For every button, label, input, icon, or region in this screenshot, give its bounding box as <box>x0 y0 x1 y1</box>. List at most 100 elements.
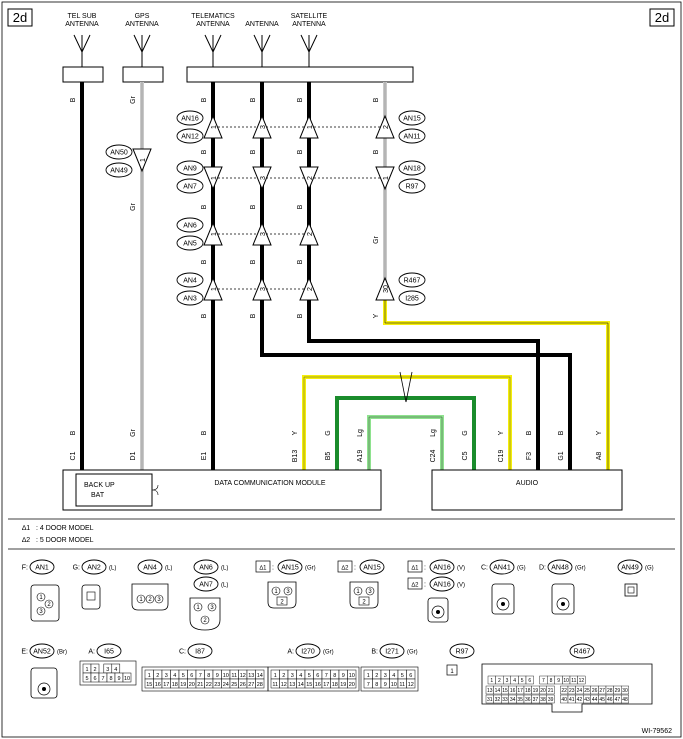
backup-bat-label-2: BAT <box>91 492 105 499</box>
legend-color: (Br) <box>57 650 67 656</box>
pin-number: 3 <box>210 605 214 611</box>
pin-cell <box>276 596 288 606</box>
connector-id: AN48 <box>551 565 569 572</box>
pin-number: 6 <box>528 678 531 684</box>
antenna-head <box>253 34 271 54</box>
connector-id: I271 <box>385 649 399 656</box>
pin-cell <box>358 596 370 606</box>
connector-tag: R97 <box>398 178 426 194</box>
legend-item: C:I87 <box>179 643 213 659</box>
connector-triangle <box>252 114 272 139</box>
pin-number: 42 <box>577 697 583 703</box>
pin-circle <box>283 586 293 596</box>
pin-number: 4 <box>392 673 395 679</box>
connector-triangle <box>299 221 319 246</box>
inline-connector: 1 <box>132 148 152 173</box>
inline-connector: 1 <box>203 276 223 301</box>
legend-item: G:AN2(L) <box>73 559 116 575</box>
backup-bat-box <box>75 473 153 507</box>
legend-color: (G) <box>645 566 654 572</box>
connector-oval <box>295 643 321 659</box>
pin-circle <box>207 602 217 612</box>
connector-id: AN7 <box>183 184 197 191</box>
connector-oval <box>569 643 595 659</box>
pin-circle <box>36 606 46 616</box>
wire-label-b: B <box>201 204 208 209</box>
pin-number: 9 <box>342 673 345 679</box>
wire-label-b: B <box>297 149 304 154</box>
satellite-antenna-title-1: SATELLITE <box>291 13 328 20</box>
pin-cell <box>621 685 630 695</box>
connector-id: R467 <box>574 649 591 656</box>
pin-number: 2 <box>375 673 378 679</box>
telematics-antenna-box <box>186 66 414 83</box>
connector-id: AN3 <box>183 296 197 303</box>
module-pin-labels: C1 D1 E1 B13 B5 A19 C24 C5 C19 F3 G1 A8 <box>70 449 603 462</box>
pin-number: 11 <box>272 682 278 688</box>
pin-number: 1 <box>139 597 143 603</box>
connector-id: AN16 <box>433 565 451 572</box>
pin-number: 19 <box>340 682 346 688</box>
connector-outline <box>79 660 137 686</box>
pin-number: 37 <box>533 697 539 703</box>
wire-label-b: B <box>526 430 533 435</box>
pin-number: 3 <box>260 176 267 180</box>
pin-number: 17 <box>163 682 169 688</box>
legend-item: AN7(L) <box>193 576 228 592</box>
legend-item: B:I271(Gr) <box>371 643 418 659</box>
pin-circle <box>271 586 281 596</box>
connector-id: I87 <box>195 649 205 656</box>
pin-number: 3 <box>260 287 267 291</box>
inline-connector: 3 <box>252 166 272 191</box>
pin-number: 13 <box>248 673 254 679</box>
pin-number: 33 <box>502 697 508 703</box>
antenna-icon <box>204 34 222 67</box>
pin-number: 15 <box>306 682 312 688</box>
wire-label-b: B <box>201 313 208 318</box>
connector-oval <box>277 559 303 575</box>
data-communication-module: BACK UP BAT DATA COMMUNICATION MODULE <box>62 469 382 511</box>
connector-oval <box>398 272 426 288</box>
pin-number: 44 <box>592 697 598 703</box>
corner-tag-left-text: 2d <box>13 10 27 25</box>
legend-color: (L) <box>221 583 228 589</box>
pin-number: 12 <box>281 682 287 688</box>
connector-triangle <box>299 114 319 139</box>
legend-color: (Gr) <box>305 566 316 572</box>
connector-tag: AN9 <box>176 160 204 176</box>
pin-number: 43 <box>584 697 590 703</box>
connector-oval <box>176 272 204 288</box>
an49-connector-face <box>624 583 638 597</box>
wire-label-gr: Gr <box>130 95 137 103</box>
connector-id: AN1 <box>35 565 49 572</box>
pin-number: 16 <box>155 682 161 688</box>
wire-label-b: B <box>250 97 257 102</box>
legend-item: C:AN41(G) <box>481 559 526 575</box>
connector-oval <box>398 290 426 306</box>
wire-label-lg: Lg <box>357 429 364 437</box>
pin-number: 1 <box>211 176 218 180</box>
pin-number: 41 <box>569 697 575 703</box>
connector-id: AN15 <box>363 565 381 572</box>
pin-number: 3 <box>291 673 294 679</box>
pin-number: 5 <box>308 673 311 679</box>
connector-id: AN49 <box>110 168 128 175</box>
legend-item: R467 <box>569 643 595 659</box>
pin-number: 30 <box>622 688 628 694</box>
pin-number: 4 <box>173 673 176 679</box>
note-star: ∆1 <box>22 525 30 532</box>
pin-number: 22 <box>561 688 567 694</box>
prefix-box <box>407 560 423 573</box>
pin-number: 1 <box>490 678 493 684</box>
pin-label: E1 <box>201 452 208 461</box>
pin-number: 8 <box>207 673 210 679</box>
pin-number: 24 <box>577 688 583 694</box>
connector-oval <box>176 290 204 306</box>
connector-triangle <box>375 166 395 191</box>
note-text: : 4 DOOR MODEL <box>36 525 94 532</box>
connector-triangle <box>203 221 223 246</box>
wire-label-b: B <box>250 204 257 209</box>
an2-connector-face <box>81 584 101 610</box>
